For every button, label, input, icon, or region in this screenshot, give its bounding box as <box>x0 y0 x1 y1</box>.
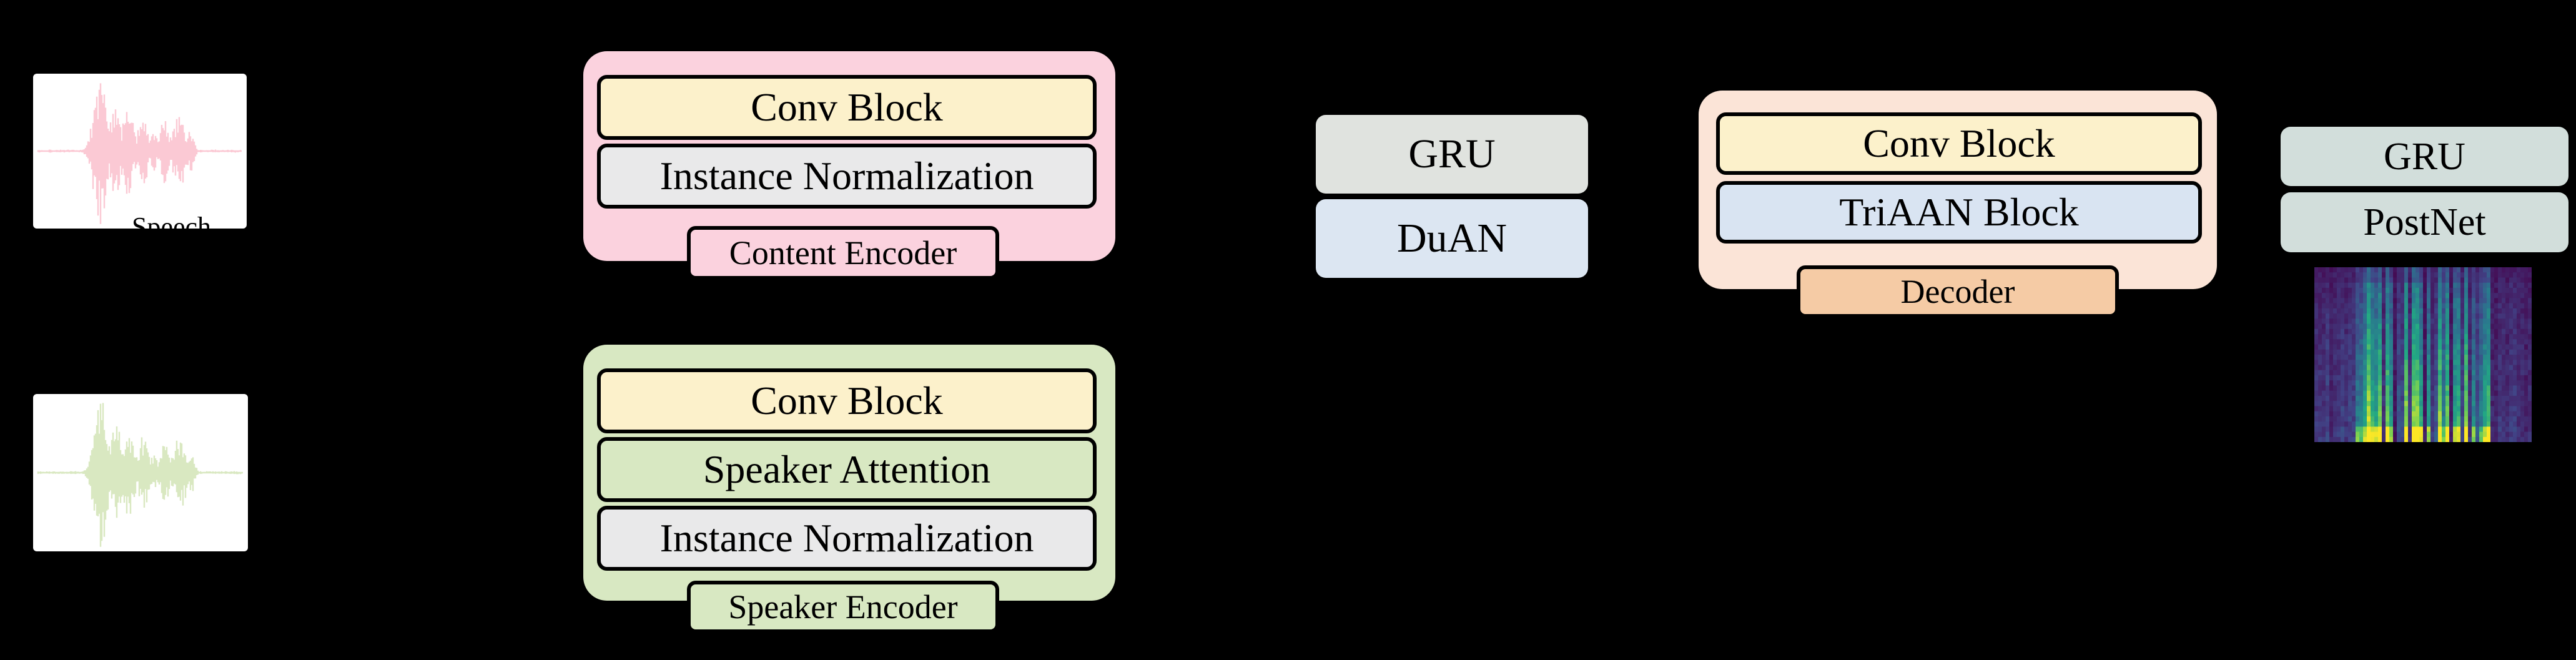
source-waveform-image <box>37 83 242 224</box>
speaker-encoder-instance-normalization: Instance Normalization <box>597 506 1097 571</box>
conv-block-label: Conv Block <box>751 85 943 129</box>
gru-block: GRU <box>1316 115 1588 194</box>
converted-spectrogram-image <box>2314 267 2532 442</box>
decoder-triaan-block: TriAAN Block <box>1716 181 2202 244</box>
postnet-block: PostNet <box>2281 192 2569 252</box>
spectrogram-svg <box>2314 267 2532 442</box>
conv-block-label: Conv Block <box>751 378 943 423</box>
content-encoder-conv-block: Conv Block <box>597 75 1097 140</box>
target-waveform-card <box>33 394 248 551</box>
speaker-encoder-title: Speaker Encoder <box>728 588 958 626</box>
postnet-label: PostNet <box>2363 201 2486 244</box>
speaker-encoder-conv-block: Conv Block <box>597 368 1097 433</box>
decoder-title-box: Decoder <box>1797 265 2119 318</box>
gru-label: GRU <box>2384 135 2465 178</box>
triaan-block-label: TriAAN Block <box>1839 190 2079 234</box>
source-waveform-card <box>33 74 247 229</box>
gru-label: GRU <box>1408 131 1496 177</box>
duan-label: DuAN <box>1397 215 1507 261</box>
content-encoder-title: Content Encoder <box>729 234 957 272</box>
instance-normalization-label: Instance Normalization <box>659 154 1034 198</box>
content-encoder-title-box: Content Encoder <box>687 226 999 280</box>
decoder-title: Decoder <box>1900 273 2015 310</box>
instance-normalization-label: Instance Normalization <box>659 516 1034 560</box>
speaker-attention-label: Speaker Attention <box>703 447 991 491</box>
content-encoder-instance-normalization: Instance Normalization <box>597 144 1097 209</box>
target-waveform-image <box>37 403 243 547</box>
source-speech-label: Speech <box>132 212 212 242</box>
output-gru-block: GRU <box>2281 127 2569 186</box>
duan-block: DuAN <box>1316 199 1588 278</box>
conv-block-label: Conv Block <box>1863 121 2055 165</box>
speaker-encoder-speaker-attention: Speaker Attention <box>597 437 1097 502</box>
decoder-conv-block: Conv Block <box>1716 112 2202 175</box>
speaker-encoder-title-box: Speaker Encoder <box>687 581 999 633</box>
